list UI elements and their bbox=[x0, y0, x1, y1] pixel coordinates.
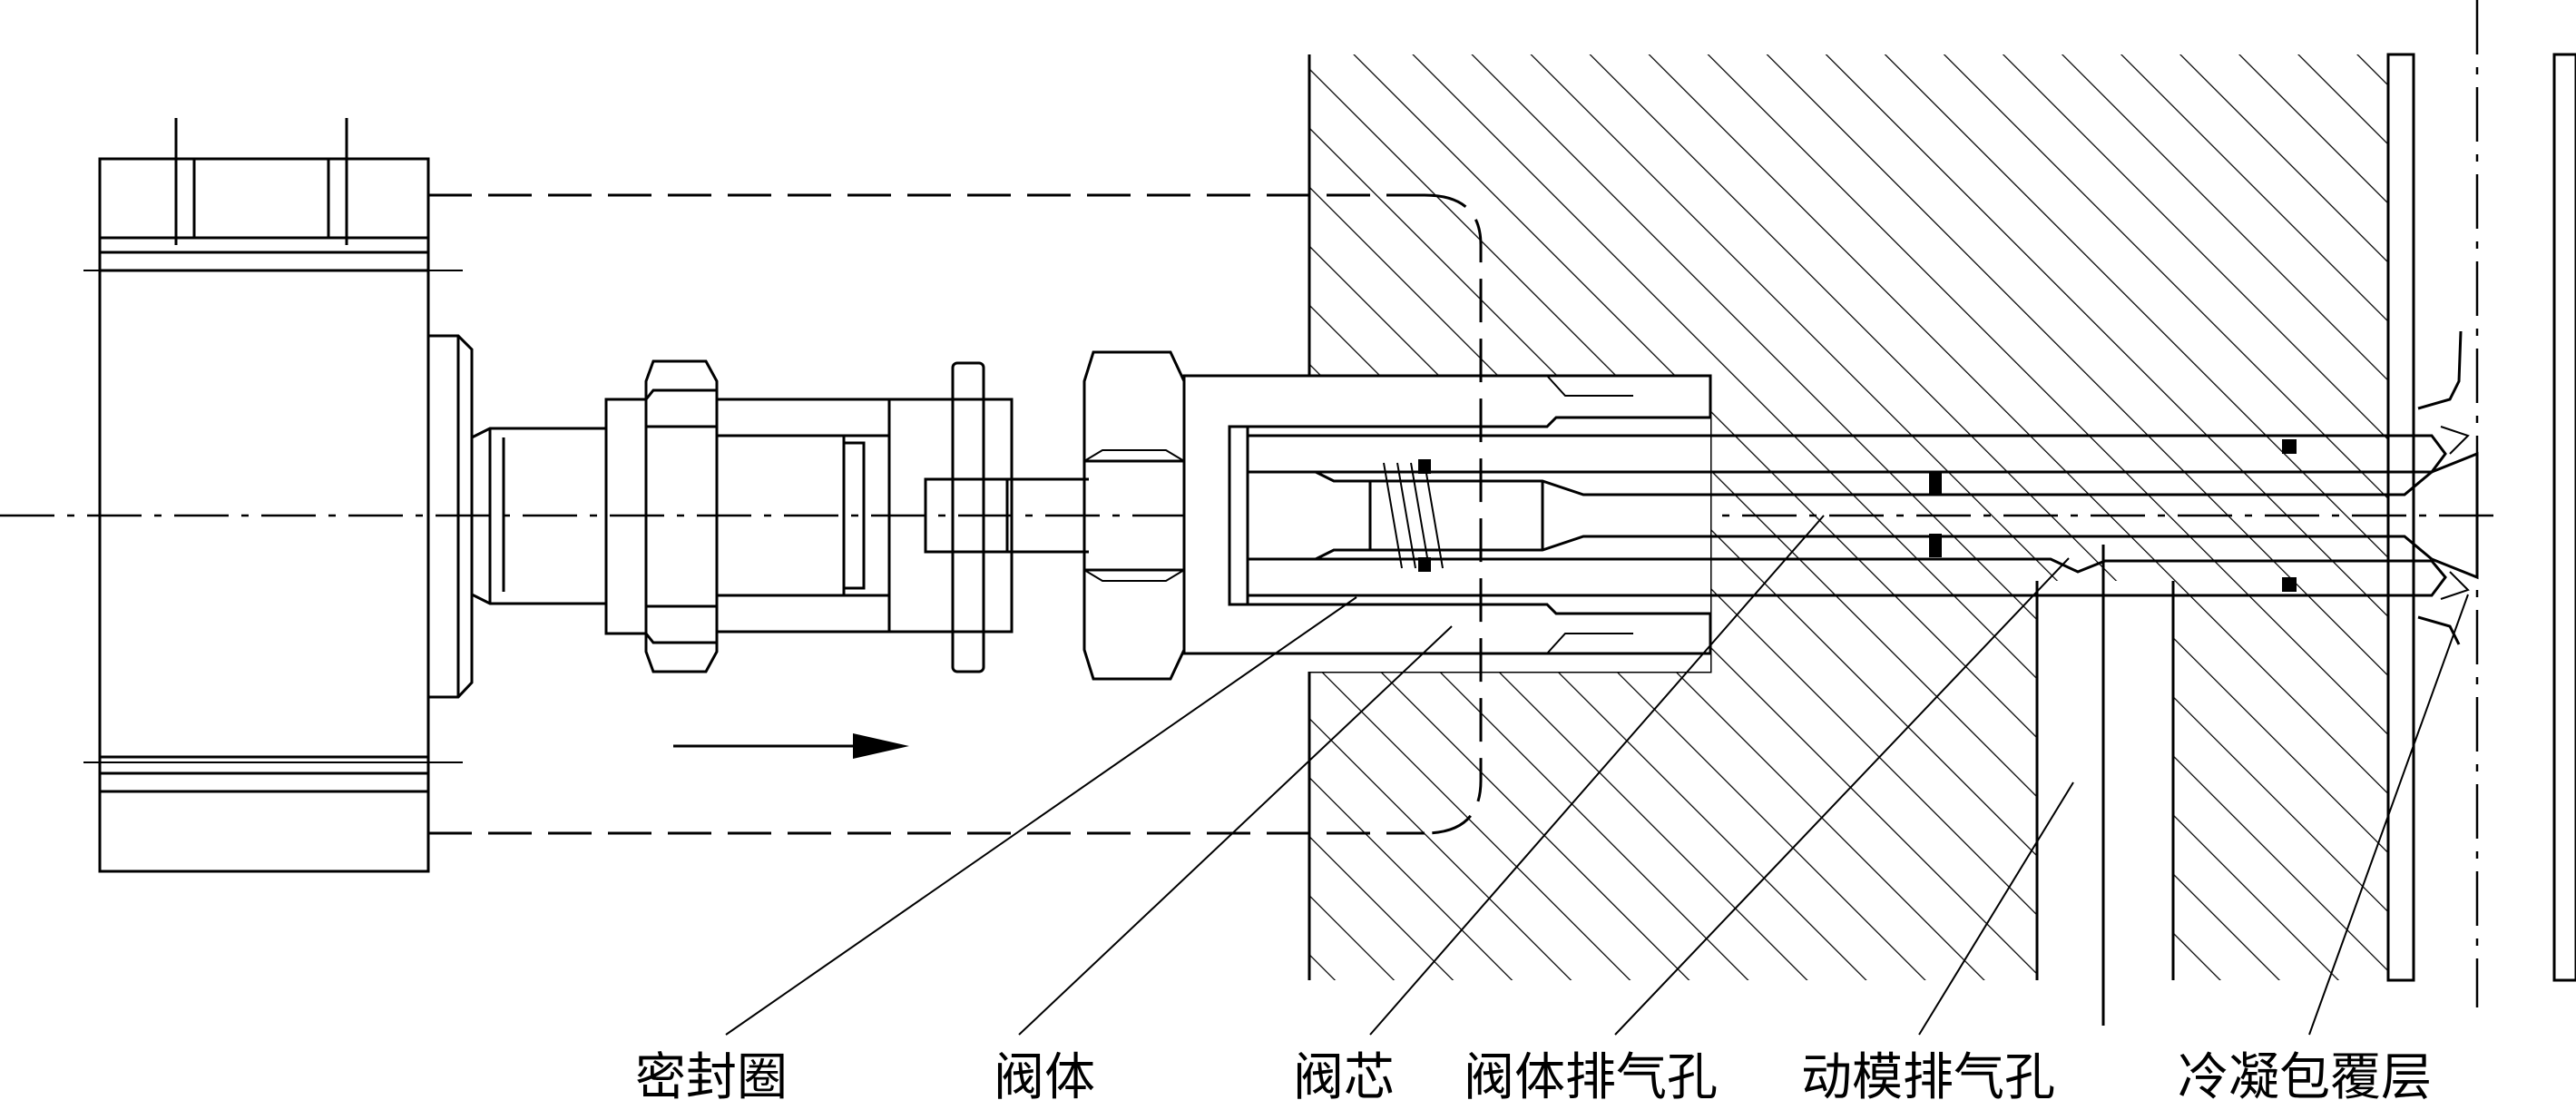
label-moving-die-vent: 动模排气孔 bbox=[1801, 1048, 2055, 1107]
arrow-right-icon bbox=[673, 733, 909, 759]
label-valve-body: 阀体 bbox=[994, 1048, 1095, 1107]
valve-body bbox=[1182, 374, 1712, 672]
actuator-cylinder bbox=[83, 118, 474, 873]
label-seal-ring: 密封圈 bbox=[635, 1048, 788, 1107]
coupling-sleeve bbox=[715, 398, 1014, 634]
label-valve-core: 阀芯 bbox=[1293, 1048, 1395, 1107]
leader-lines bbox=[725, 515, 2469, 1036]
label-cold-coating-layer: 冷凝包覆层 bbox=[2178, 1048, 2432, 1107]
hex-nut-right bbox=[1082, 350, 1186, 681]
vent-path-outline bbox=[428, 193, 1483, 835]
hex-nut-left bbox=[604, 359, 719, 673]
cold-coating-layer bbox=[2386, 0, 2576, 1007]
valve-core bbox=[1246, 434, 2479, 597]
label-valve-body-vent: 阀体排气孔 bbox=[1464, 1048, 1718, 1107]
coupling-pin bbox=[924, 361, 1089, 673]
